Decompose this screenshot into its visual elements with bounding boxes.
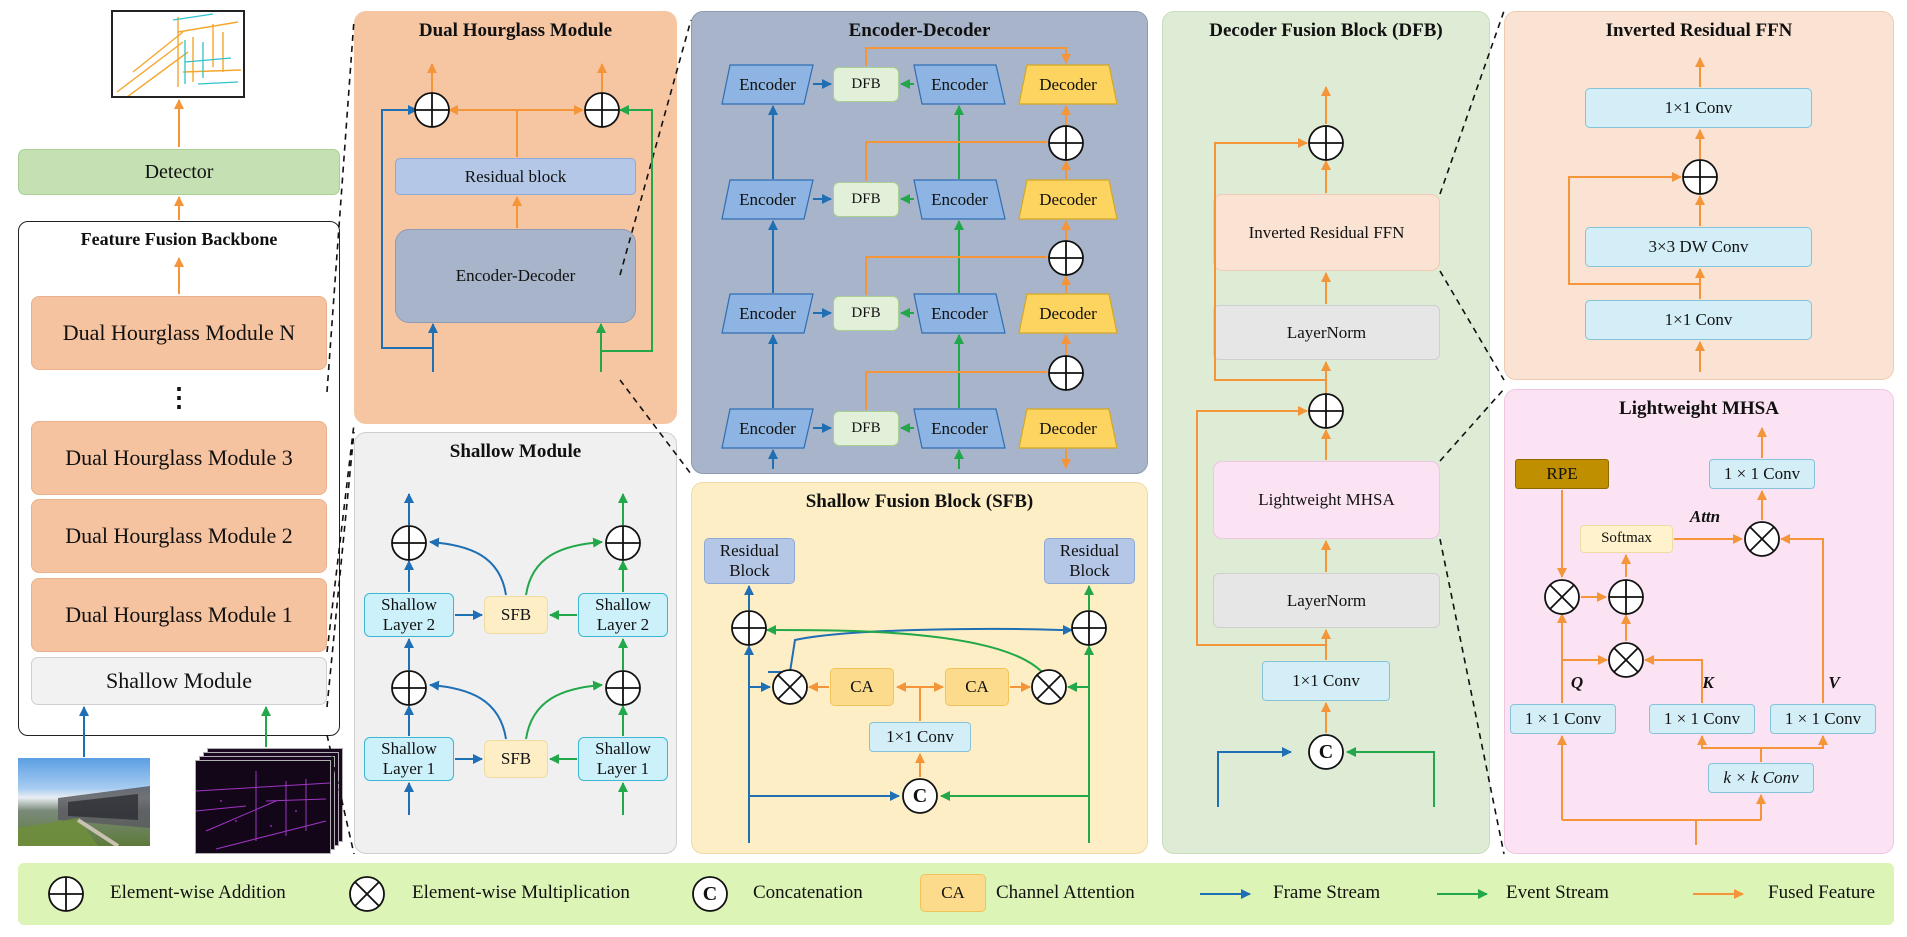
- encoder-shape: [913, 64, 1006, 105]
- residual-block-frame: Residual Block: [704, 538, 795, 584]
- ffn-dw-conv: 3×3 DW Conv: [1585, 227, 1812, 267]
- legend-event-label: Event Stream: [1506, 882, 1609, 903]
- decoder-shape: [1018, 64, 1118, 105]
- decoder-label: Decoder: [1039, 189, 1097, 209]
- dfb-conv-1x1-block: 1×1 Conv: [1262, 661, 1390, 701]
- encoder-label: Encoder: [931, 418, 988, 438]
- encoder-shape: [913, 179, 1006, 220]
- detection-result-image: [111, 10, 245, 98]
- sfb-block-upper: SFB: [484, 596, 548, 634]
- legend-concat-symbol: C: [702, 882, 718, 905]
- k-label: K: [1702, 673, 1714, 693]
- dfb-concat-symbol: C: [1318, 740, 1334, 763]
- kxk-conv: k × k Conv: [1708, 763, 1814, 793]
- encoder-label: Encoder: [931, 303, 988, 323]
- dual-hourglass-panel: [354, 11, 677, 424]
- encoder-decoder-block: Encoder-Decoder: [395, 229, 636, 323]
- encoder-label: Encoder: [739, 418, 796, 438]
- legend-mul-label: Element-wise Multiplication: [412, 882, 630, 903]
- decoder-shape: [1018, 179, 1118, 220]
- decoder-label: Decoder: [1039, 418, 1097, 438]
- shallow-layer-1-event: Shallow Layer 1: [578, 737, 668, 781]
- conv-1x1-block: 1×1 Conv: [869, 722, 971, 752]
- ffn-conv-top: 1×1 Conv: [1585, 88, 1812, 128]
- legend-frame-label: Frame Stream: [1273, 882, 1381, 903]
- layernorm-block-lower: LayerNorm: [1213, 573, 1440, 628]
- dual-hourglass-module-n: Dual Hourglass Module N: [31, 296, 327, 370]
- encoder-label: Encoder: [739, 189, 796, 209]
- legend-add-label: Element-wise Addition: [110, 882, 286, 903]
- dfb-block: DFB: [833, 296, 899, 331]
- decoder-label: Decoder: [1039, 74, 1097, 94]
- decoder-shape: [1018, 293, 1118, 334]
- decoder-label: Decoder: [1039, 303, 1097, 323]
- vertical-ellipsis: ⋮: [166, 383, 192, 413]
- v-label: V: [1828, 673, 1840, 693]
- shallow-layer-2-frame: Shallow Layer 2: [364, 593, 454, 637]
- encoder-label: Encoder: [739, 74, 796, 94]
- encoder-shape: [721, 64, 814, 105]
- multiply-operator-crosses: [777, 526, 1775, 700]
- dfb-block: DFB: [833, 411, 899, 446]
- q-label: Q: [1570, 673, 1584, 693]
- inverted-residual-ffn-block: Inverted Residual FFN: [1213, 194, 1440, 271]
- dfb-block: DFB: [833, 67, 899, 102]
- shallow-module-title: Shallow Module: [449, 441, 582, 462]
- attn-label: Attn: [1689, 507, 1721, 527]
- residual-block: Residual block: [395, 158, 636, 195]
- dual-hourglass-module-2: Dual Hourglass Module 2: [31, 499, 327, 573]
- mhsa-output-conv: 1 × 1 Conv: [1709, 459, 1815, 489]
- dual-hourglass-title: Dual Hourglass Module: [418, 20, 613, 41]
- event-input-image: [193, 748, 343, 854]
- v-conv: 1 × 1 Conv: [1770, 704, 1876, 734]
- sfb-block-lower: SFB: [484, 740, 548, 778]
- encoder-decoder-title: Encoder-Decoder: [848, 20, 991, 41]
- residual-block-event: Residual Block: [1044, 538, 1135, 584]
- layernorm-block-upper: LayerNorm: [1213, 305, 1440, 360]
- backbone-title: Feature Fusion Backbone: [80, 229, 278, 249]
- k-conv: 1 × 1 Conv: [1649, 704, 1755, 734]
- shallow-module-block: Shallow Module: [31, 657, 327, 705]
- shallow-layer-1-frame: Shallow Layer 1: [364, 737, 454, 781]
- legend-ca-symbol: CA: [920, 874, 986, 912]
- q-conv: 1 × 1 Conv: [1510, 704, 1616, 734]
- encoder-label: Encoder: [739, 303, 796, 323]
- encoder-label: Encoder: [931, 74, 988, 94]
- softmax-block: Softmax: [1580, 525, 1673, 553]
- dfb-block: DFB: [833, 182, 899, 217]
- encoder-label: Encoder: [931, 189, 988, 209]
- legend-fused-label: Fused Feature: [1768, 882, 1876, 903]
- ffn-conv-bottom: 1×1 Conv: [1585, 300, 1812, 340]
- encoder-shape: [913, 408, 1006, 449]
- mhsa-title: Lightweight MHSA: [1619, 398, 1779, 419]
- concat-operators: [902, 734, 1344, 814]
- frame-input-image: [18, 758, 150, 846]
- sfb-title: Shallow Fusion Block (SFB): [805, 491, 1034, 512]
- rpe-block: RPE: [1515, 459, 1609, 489]
- legend-ca-label: Channel Attention: [996, 882, 1135, 903]
- detector-block: Detector: [18, 149, 340, 195]
- ca-block-left: CA: [830, 668, 894, 706]
- legend-symbols: [48, 876, 1744, 912]
- encoder-shape: [721, 293, 814, 334]
- ca-block-right: CA: [945, 668, 1009, 706]
- ffn-title: Inverted Residual FFN: [1605, 20, 1793, 41]
- dfb-title: Decoder Fusion Block (DFB): [1209, 20, 1443, 41]
- dual-hourglass-module-3: Dual Hourglass Module 3: [31, 421, 327, 495]
- legend-concat-label: Concatenation: [753, 882, 863, 903]
- lightweight-mhsa-block: Lightweight MHSA: [1213, 461, 1440, 539]
- dual-hourglass-module-1: Dual Hourglass Module 1: [31, 578, 327, 652]
- encoder-shape: [721, 179, 814, 220]
- add-operator-crosses: [392, 93, 1717, 705]
- decoder-shape: [1018, 408, 1118, 449]
- shallow-layer-2-event: Shallow Layer 2: [578, 593, 668, 637]
- add-operators: [391, 92, 1718, 706]
- encoder-shape: [721, 408, 814, 449]
- encoder-shape: [913, 293, 1006, 334]
- sfb-concat-symbol: C: [912, 784, 928, 807]
